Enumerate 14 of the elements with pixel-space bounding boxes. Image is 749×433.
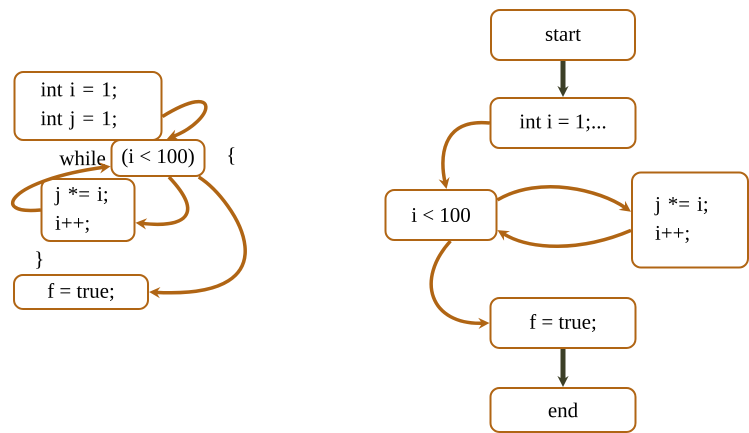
code-text: while <box>59 150 106 166</box>
code-box: j *= i; i++; <box>40 178 136 242</box>
code-box: end <box>490 387 636 433</box>
code-text: } <box>36 251 42 269</box>
code-text: { <box>228 147 234 165</box>
code-box: int i = 1; int j = 1; <box>14 71 162 141</box>
code-box: (i < 100) <box>110 139 206 177</box>
code-box: i < 100 <box>384 189 498 241</box>
code-box: int i = 1;... <box>490 97 636 149</box>
code-box: start <box>490 9 636 61</box>
code-box: j *= i; i++; <box>631 172 749 268</box>
arrow <box>162 100 208 140</box>
code-box: f = true; <box>13 274 149 310</box>
code-box: f = true; <box>490 297 636 349</box>
